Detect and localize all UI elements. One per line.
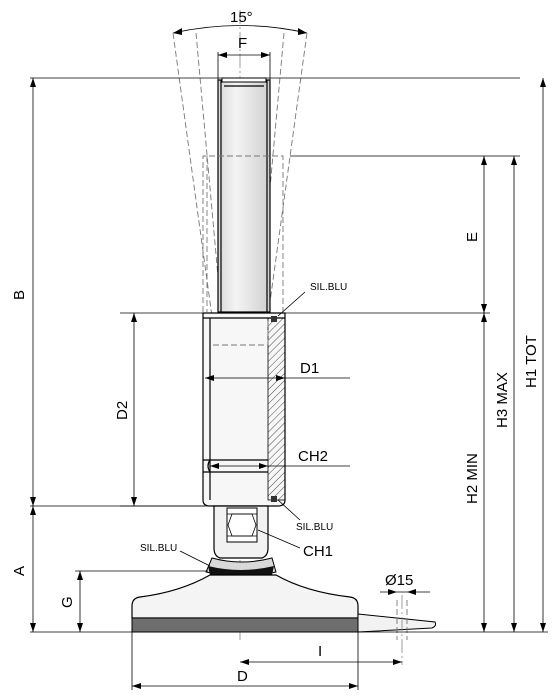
extension-lines [30,77,548,633]
leaders [179,291,306,567]
label-sil-mid: SIL.BLU [296,522,333,533]
ball-joint [205,505,277,579]
label-f: F [238,35,247,52]
label-d2: D2 [114,401,131,420]
label-g: G [59,596,76,608]
label-sil-top: SIL.BLU [310,282,347,293]
dimension-i [240,659,402,665]
dimension-h2 [481,313,487,632]
dimension-d [131,632,359,690]
dimension-f [217,52,271,80]
dimension-hole [380,589,430,595]
label-h1: H1 TOT [523,335,540,388]
label-d1: D1 [300,360,319,377]
label-e: E [464,232,481,242]
label-b: B [11,290,28,300]
dimension-h1 [540,78,546,632]
label-a: A [11,566,28,576]
dimension-b [30,78,36,506]
sleeve-body [202,312,286,507]
dimension-d2 [131,313,137,506]
hidden-max-position [202,155,284,312]
dimension-h3 [511,156,517,632]
dimension-ch2 [210,463,350,469]
label-h2: H2 MIN [464,453,481,504]
dimension-d1 [205,375,350,381]
label-ch2: CH2 [298,448,328,465]
label-ch1: CH1 [303,543,333,560]
label-sil-base: SIL.BLU [140,543,177,554]
label-i: I [318,643,322,660]
label-h3: H3 MAX [494,372,511,428]
label-hole: Ø15 [385,572,413,589]
threaded-stem [217,77,271,313]
base-plate [131,574,437,665]
dimension-g [77,571,83,632]
dimension-e [481,156,487,313]
dimension-a [30,506,36,632]
label-d: D [237,668,248,685]
angle-label: 15° [230,9,253,26]
